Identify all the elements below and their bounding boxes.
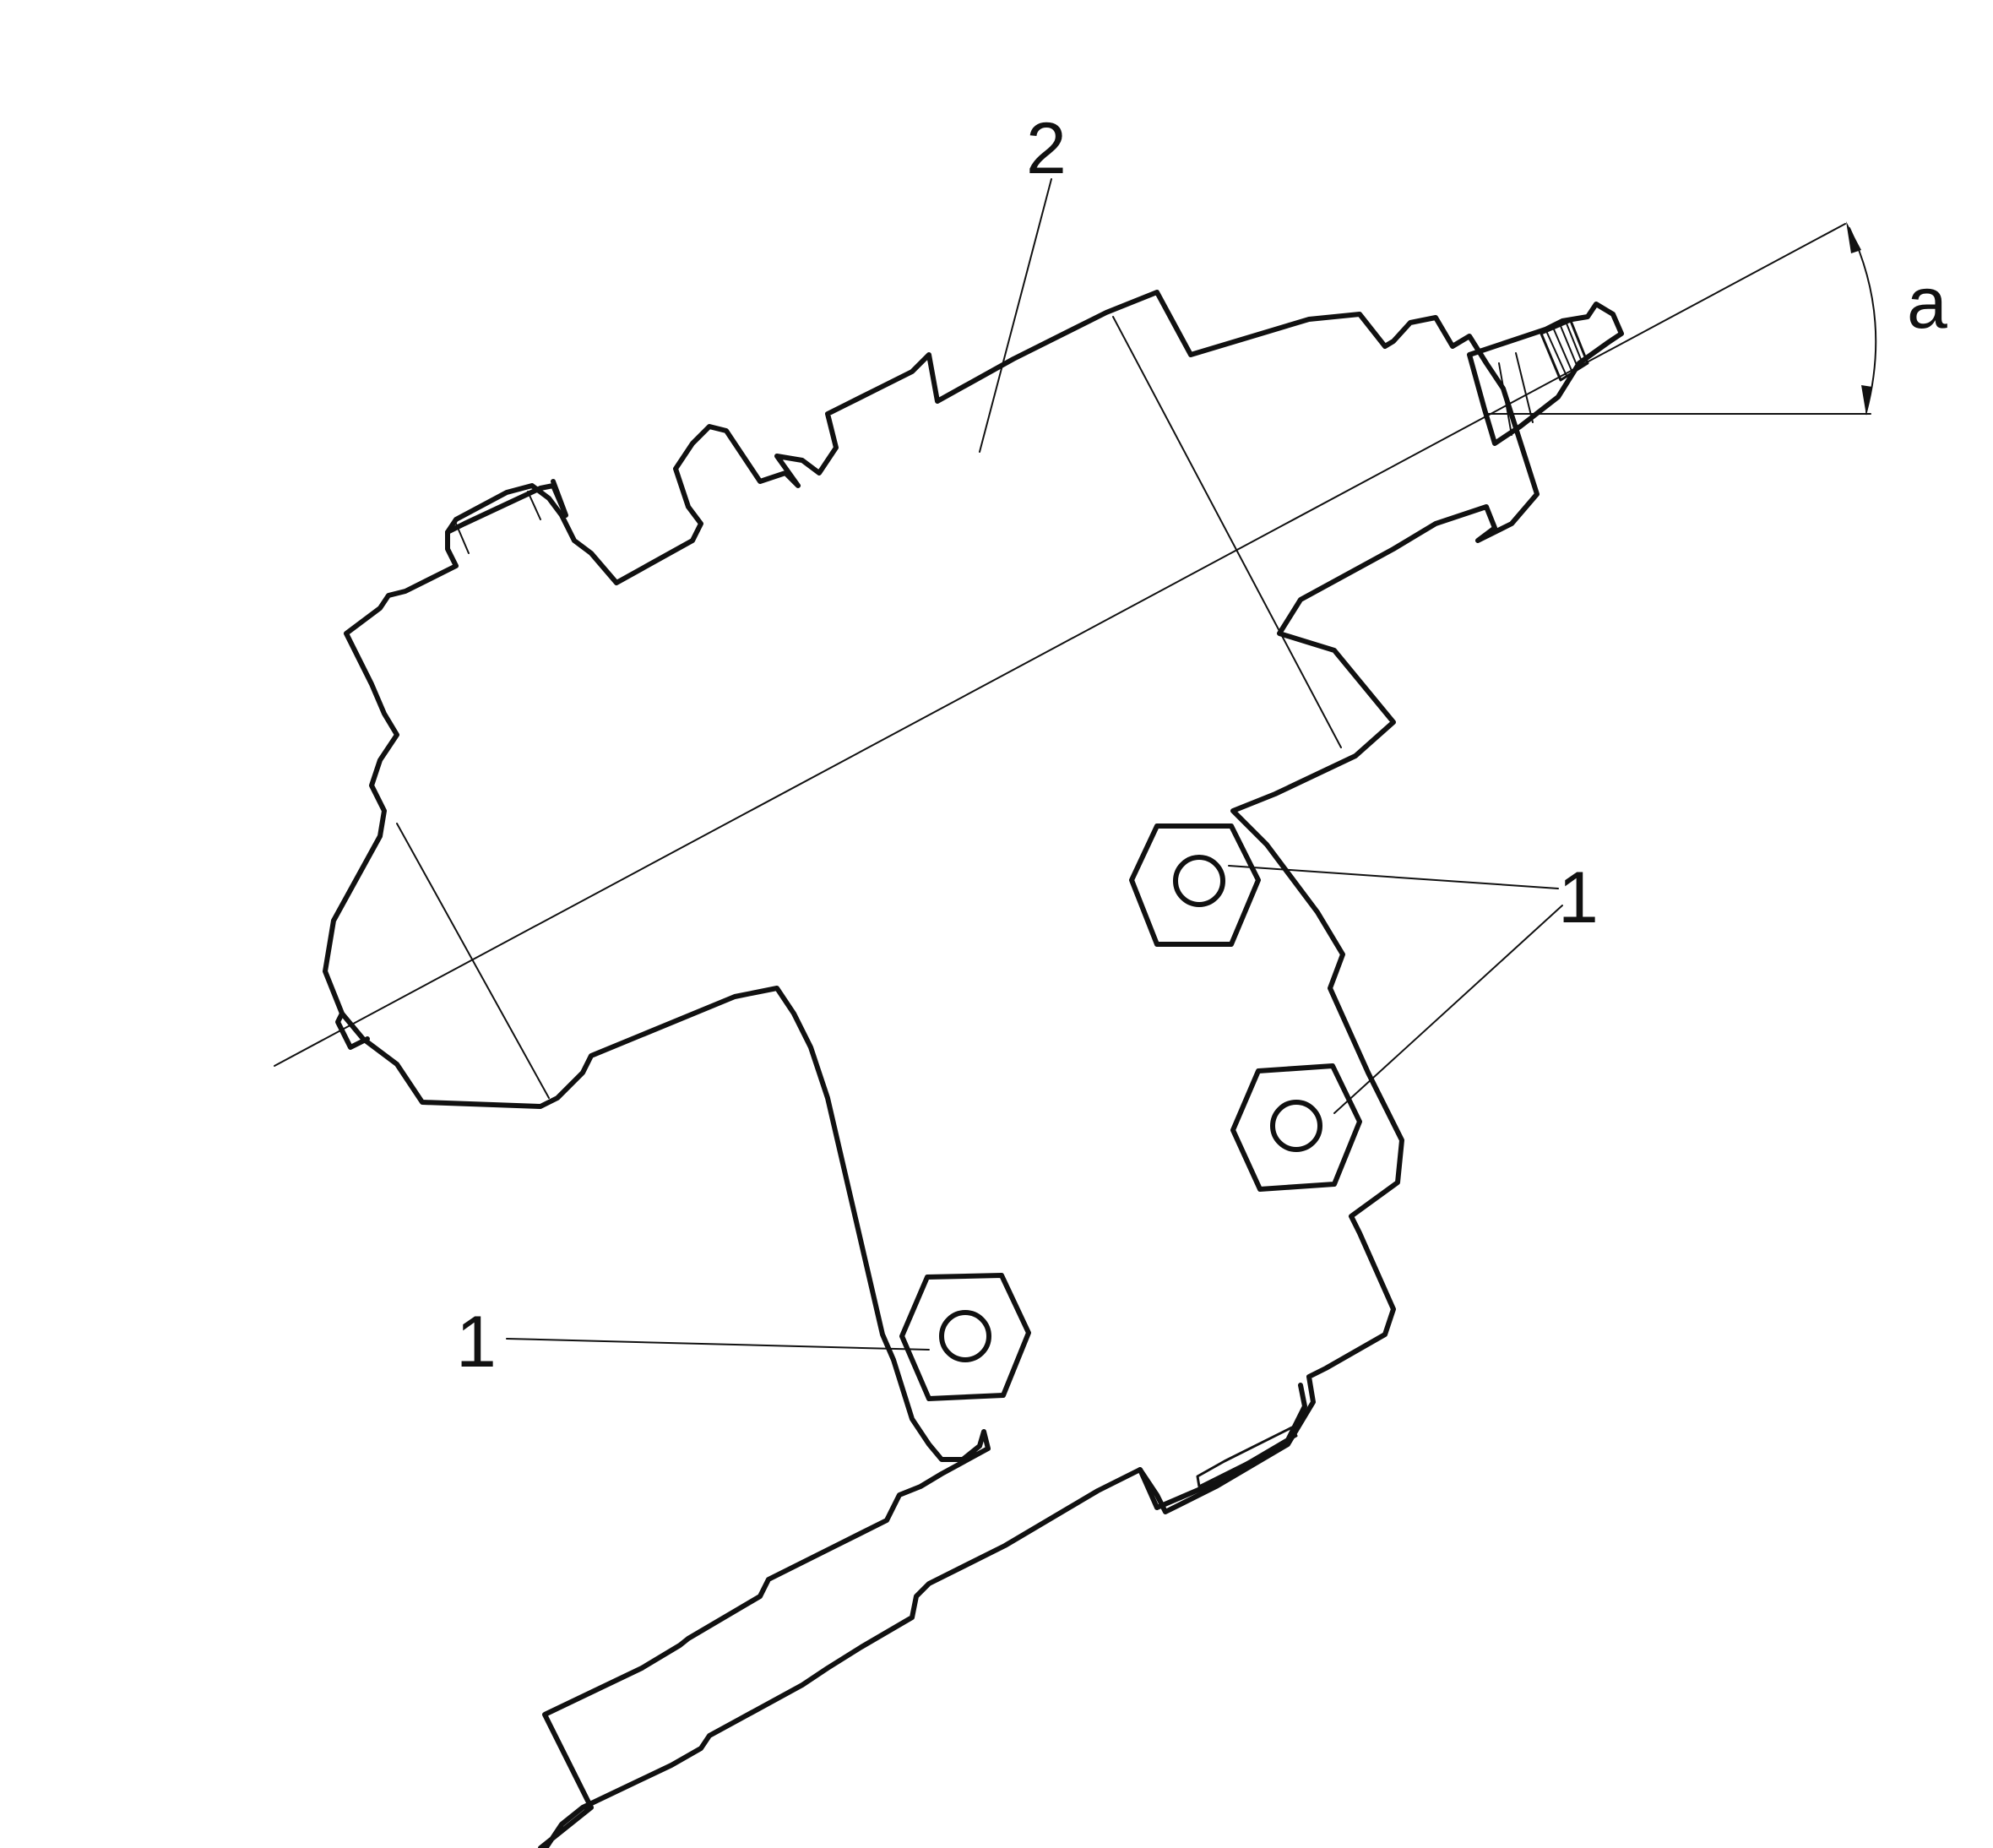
leader-2 — [979, 178, 1052, 453]
mounting-bolt-lower — [899, 1273, 1031, 1401]
top-flange — [445, 479, 568, 535]
leader-1-middle — [1333, 905, 1563, 1114]
rear-stub — [335, 1011, 370, 1050]
angle-label: a — [1907, 263, 1947, 344]
spline-tooth-3 — [1560, 325, 1579, 370]
spline-tooth-2 — [1553, 329, 1573, 373]
rear-cover-edge — [396, 823, 550, 1099]
angle-arrow-bottom — [1861, 385, 1872, 416]
flange-line-2 — [527, 491, 541, 520]
callout-1-right: 1 — [1558, 857, 1599, 938]
leader-1-upper — [1228, 865, 1559, 889]
shaft-edge-1 — [1498, 362, 1512, 436]
angle-arc — [1849, 227, 1877, 413]
angle-arrow-top — [1846, 221, 1861, 253]
flange-line-1 — [455, 523, 470, 554]
spline-tooth-1 — [1546, 332, 1567, 377]
input-shaft-housing — [1467, 302, 1624, 446]
mounting-bolt-upper — [1129, 823, 1261, 947]
leader-1-lower — [506, 1338, 930, 1351]
input-spline — [1540, 319, 1589, 382]
mounting-bolt-middle — [1230, 1063, 1362, 1192]
front-cover-edge — [1112, 316, 1342, 748]
shaft-edge-2 — [1515, 352, 1534, 423]
steering-gear-housing — [323, 290, 1540, 1848]
callout-2: 2 — [1026, 108, 1067, 189]
spline-tooth-4 — [1566, 323, 1584, 367]
axis-line — [274, 223, 1846, 1067]
callout-1-left: 1 — [456, 1302, 497, 1383]
lower-lug-inner — [1196, 1426, 1298, 1488]
